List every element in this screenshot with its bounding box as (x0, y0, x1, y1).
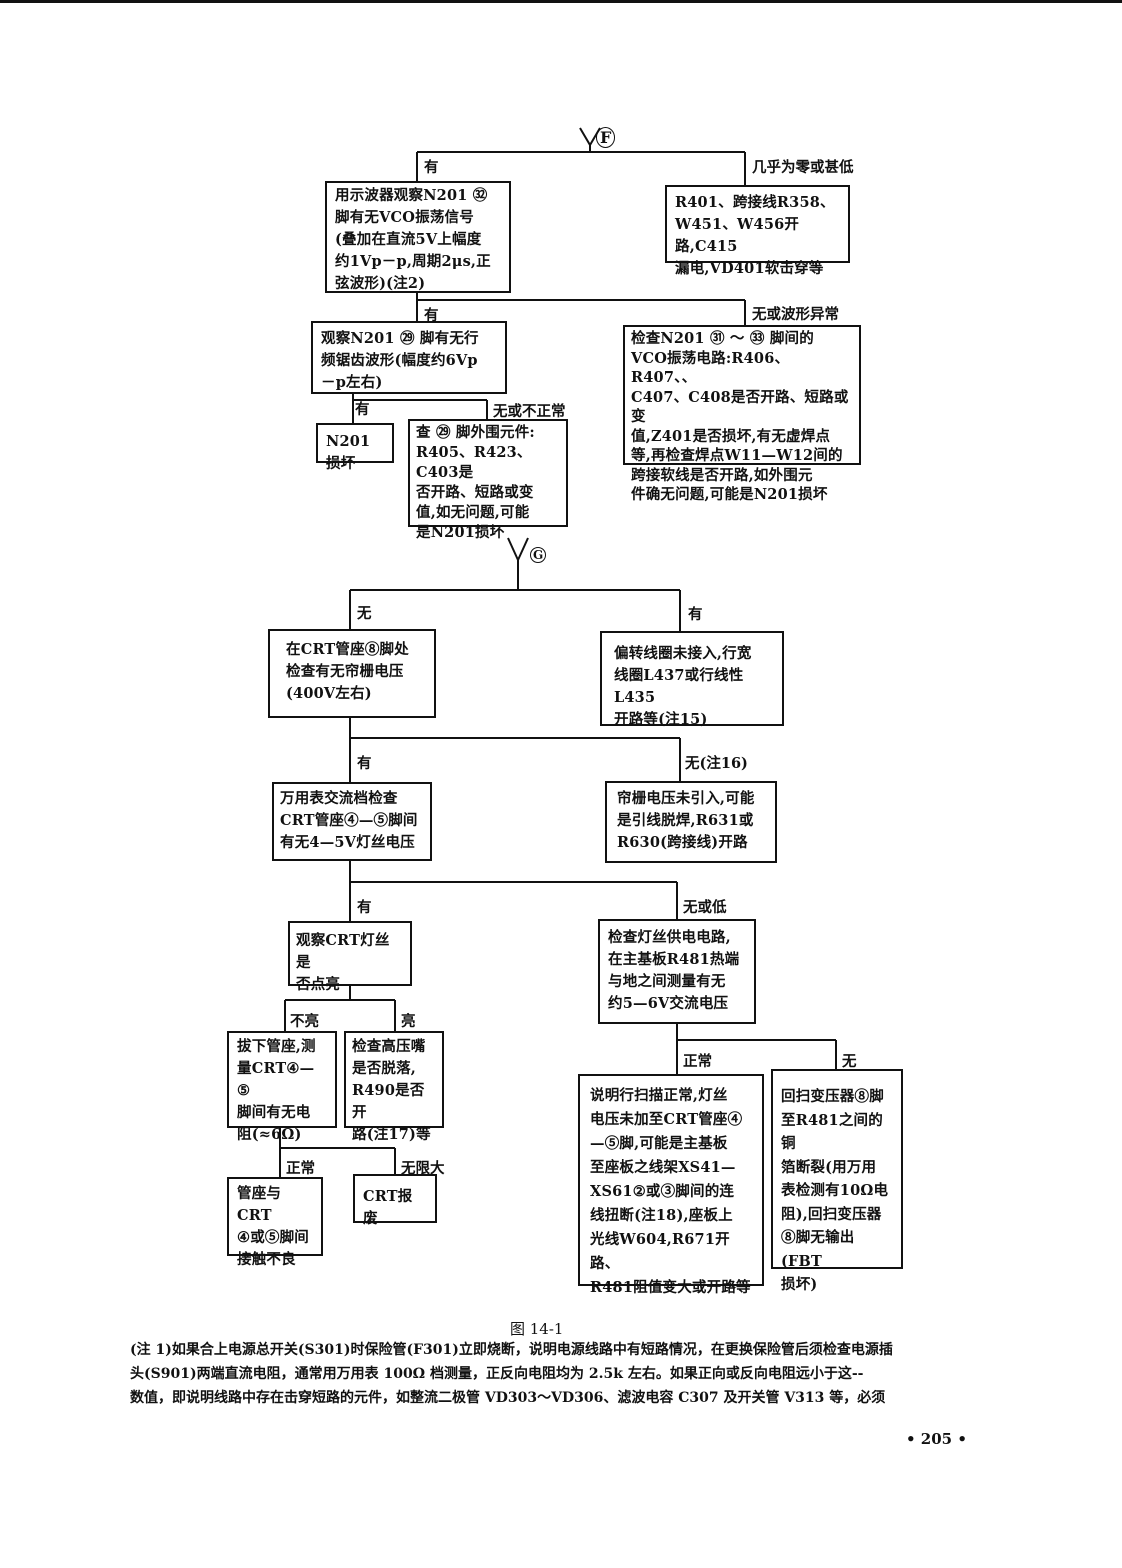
result-box-n201-damaged: N201损坏 (316, 423, 394, 472)
branch-label: 有 (357, 755, 372, 772)
step-box-screen-grid-voltage: 在CRT管座⑧脚处 检查有无帘栅电压 (400V左右) (268, 629, 436, 718)
branch-label: 无限大 (401, 1160, 445, 1177)
branch-label: 有 (424, 307, 439, 324)
branch-label: 正常 (286, 1160, 315, 1177)
result-box-screen-grid-missing: 帘栅电压未引入,可能 是引线脱焊,R631或 R630(跨接线)开路 (605, 781, 777, 863)
footnote-text: (注 1)如果合上电源总开关(S301)时保险管(F301)立即烧断，说明电源线… (130, 1342, 893, 1406)
figure-caption: 图 14-1 (510, 1320, 564, 1338)
connector-g-label: G (530, 545, 547, 563)
step-box-sawtooth-wave: 观察N201 ㉙ 脚有无行 频锯齿波形(幅度约6Vp －p左右) (311, 321, 507, 394)
branch-label: 不亮 (290, 1013, 319, 1030)
result-box-socket-contact: 管座与CRT ④或⑤脚间 接触不良 (227, 1177, 323, 1268)
step-box-measure-resistance: 拔下管座,测 量CRT④—⑤ 脚间有无电 阻(≈6Ω) (227, 1031, 337, 1143)
result-box-filament-not-applied: 说明行扫描正常,灯丝 电压未加至CRT管座④ —⑤脚,可能是主基板 至座板之线架… (578, 1074, 764, 1296)
branch-label: 正常 (683, 1053, 712, 1070)
page-number: • 205 • (906, 1430, 967, 1448)
branch-label: 有 (355, 401, 370, 418)
branch-label: 有 (357, 899, 372, 916)
result-box-crt-scrapped: CRT报废 (353, 1174, 437, 1227)
step-box-filament-supply: 检查灯丝供电电路, 在主基板R481热端 与地之间测量有无 约5—6V交流电压 (598, 919, 756, 1024)
branch-label: 无或波形异常 (752, 306, 839, 323)
result-box-r401-faults: R401、跨接线R358、 W451、W456开路,C415 漏电,VD401软… (665, 185, 850, 277)
result-box-vco-circuit: 检查N201 ㉛ ～ ㉝ 脚间的 VCO振荡电路:R406、R407、、 C40… (623, 325, 861, 503)
connector-f-label: F (596, 127, 616, 148)
branch-label: 无(注16) (685, 755, 748, 772)
branch-label: 有 (688, 606, 703, 623)
step-box-filament-lit: 观察CRT灯丝是 否点亮 (288, 921, 412, 993)
result-box-flyback-transformer: 回扫变压器⑧脚 至R481之间的铜 箔断裂(用万用 表检测有10Ω电 阻),回扫… (771, 1069, 903, 1293)
result-box-deflection-coil: 偏转线圈未接入,行宽 线圈L437或行线性L435 开路等(注15) (600, 631, 784, 728)
step-box-oscilloscope-n201: 用示波器观察N201 ㉜ 脚有无VCO振荡信号 (叠加在直流5V上幅度 约1Vp… (325, 181, 511, 293)
branch-label: 无或不正常 (493, 403, 566, 420)
top-rule (0, 0, 1122, 3)
branch-label: 亮 (401, 1013, 416, 1030)
result-box-pin29-components: 查 ㉙ 脚外围元件: R405、R423、C403是 否开路、短路或变 值,如无… (408, 419, 568, 541)
result-box-hv-connector: 检查高压嘴 是否脱落, R490是否开 路(注17)等 (344, 1031, 444, 1143)
branch-label: 无或低 (683, 899, 727, 916)
branch-label: 无 (842, 1053, 857, 1070)
branch-label: 几乎为零或甚低 (752, 159, 854, 176)
branch-label: 有 (424, 159, 439, 176)
step-box-filament-voltage: 万用表交流档检查 CRT管座④—⑤脚间 有无4—5V灯丝电压 (272, 782, 432, 861)
branch-label: 无 (357, 605, 372, 622)
